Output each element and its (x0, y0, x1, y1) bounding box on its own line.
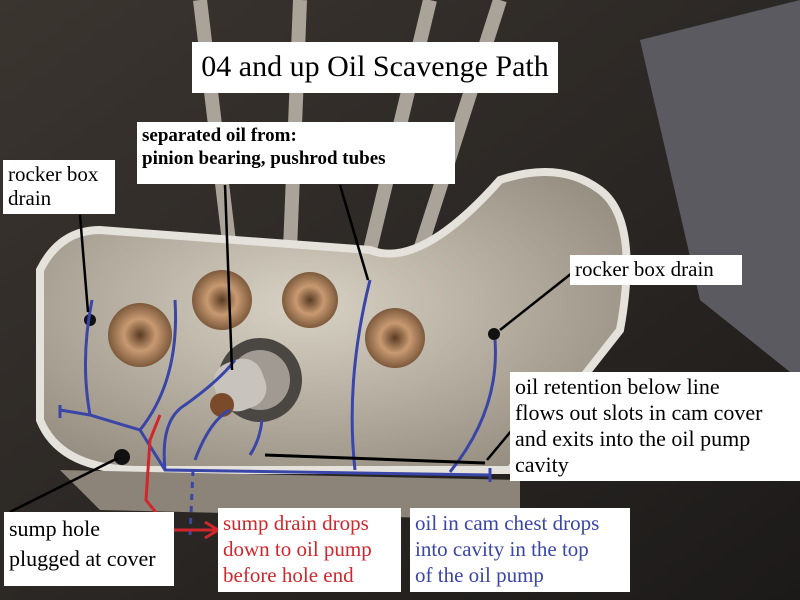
cam-cover (36, 168, 631, 474)
rocker-box-drain-right-label: rocker box drain (570, 255, 742, 285)
separated-oil-label: separated oil from: pinion bearing, push… (137, 122, 455, 184)
cam-chest-label: oil in cam chest drops into cavity in th… (410, 508, 630, 592)
lifter-bushings (108, 270, 425, 368)
chrome-right (640, 0, 800, 380)
retention-line (264, 453, 486, 465)
oil-retention-label: oil retention below line flows out slots… (510, 372, 800, 481)
sump-drain-label: sump drain drops down to oil pump before… (218, 508, 401, 592)
pointer-arrows (9, 184, 573, 514)
diagram-title: 04 and up Oil Scavenge Path (192, 42, 558, 93)
blue-scavenge-paths (58, 279, 497, 536)
sump-hole-label: sump hole plugged at cover (4, 512, 174, 586)
rocker-box-drain-left-label: rocker box drain (3, 160, 115, 214)
red-sump-path (144, 414, 215, 532)
